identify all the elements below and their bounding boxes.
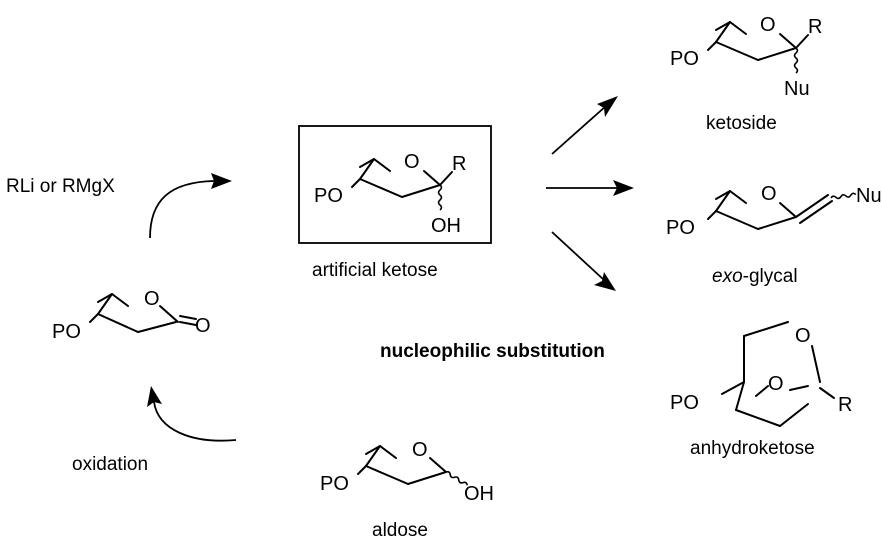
ketose-ring-left-up [359, 158, 375, 180]
exo-glycal-ring-bottom-right [757, 216, 797, 230]
arrow-to-anhydroketose [551, 231, 605, 281]
oxidation-label: oxidation [72, 454, 148, 475]
anhydro-r-label: R [838, 394, 852, 416]
lactone-carbonyl-o-label: O [195, 315, 211, 337]
anhydro-ring-inner-o-right [789, 385, 809, 391]
ketose-r-label: R [452, 153, 466, 175]
aldose-structure: PO O OH [320, 439, 494, 505]
anhydro-bridge-o-label: O [795, 325, 811, 347]
anhydro-po-label: PO [670, 392, 699, 414]
exo-glycal-caption-suffix: -glycal [743, 266, 798, 287]
lactone-po-bond [89, 313, 99, 323]
anhydro-ring-bottom [735, 409, 781, 427]
lactone-ring-c1-o [159, 305, 179, 323]
lactone-ring-left-up [97, 293, 113, 315]
anhydro-ring-o-label: O [768, 373, 784, 395]
aldose-ring-o-label: O [412, 439, 428, 461]
aldose-po-bond [357, 465, 367, 475]
ketose-anomeric-wavy-bond [437, 184, 443, 211]
reagent-label: RLi or RMgX [6, 176, 115, 197]
ketoside-ring-bottom [715, 41, 759, 61]
ketoside-ring-bottom-right [757, 47, 797, 61]
exo-glycal-ring-top-left [715, 190, 747, 204]
ketoside-caption: ketoside [706, 113, 777, 134]
ketoside-po-bond [707, 41, 717, 51]
exo-glycal-ring-bottom [715, 210, 759, 230]
nucleophilic-substitution-label: nucleophilic substitution [380, 341, 605, 362]
anhydro-bridge-top [743, 321, 789, 337]
ketoside-r-label: R [808, 16, 822, 38]
anhydro-c-r-bond [819, 387, 835, 399]
lactone-po-label: PO [52, 321, 81, 343]
aldose-po-label: PO [320, 473, 349, 495]
lactone-ring-bottom [97, 313, 139, 333]
ketoside-c-r-bond [795, 34, 809, 49]
oxidation-curved-arrow [153, 401, 237, 442]
ketoside-nu-label: Nu [784, 78, 810, 100]
aldose-caption: aldose [372, 520, 428, 541]
exo-glycal-caption: exo-glycal [712, 266, 798, 287]
anhydro-ring-bottom-right [779, 403, 809, 427]
exo-glycal-structure: PO O Nu [666, 183, 882, 239]
ketose-c-r-bond [439, 171, 453, 186]
ketose-ring-top-left [359, 158, 391, 172]
ketoside-ring-top-left [715, 21, 747, 35]
ketose-po-label: PO [314, 185, 343, 207]
reagent-arrow-head [211, 173, 232, 189]
lactone-ring-o-label: O [144, 288, 160, 310]
lactone-carbonyl-1 [179, 321, 197, 326]
exo-glycal-wavy-bond [829, 192, 857, 201]
ketoside-po-label: PO [670, 48, 699, 70]
aldose-ring-c1-o [429, 457, 447, 473]
aldose-ring-bottom [365, 465, 409, 485]
aldose-ring-top-left [365, 445, 397, 459]
ketoside-ring-o-label: O [760, 14, 776, 36]
exo-glycal-po-bond [707, 210, 717, 220]
ketose-ring-bottom [359, 178, 403, 198]
aldose-ring-bottom-right [407, 471, 447, 485]
exo-glycal-ring-o-label: O [761, 183, 777, 205]
exo-glycal-ring-c1-o [779, 202, 797, 218]
exo-glycal-double-bond-1 [795, 194, 829, 218]
ketose-ring-c1-o [423, 170, 441, 186]
anhydro-ring-inner-o-left [755, 385, 769, 397]
oxidation-arrow-head [147, 386, 162, 407]
ketoside-ring-c1-o [779, 33, 797, 49]
reagent-curved-arrow [149, 180, 215, 239]
anhydro-ring-left [735, 381, 745, 411]
lactone-structure: PO O O [52, 288, 211, 343]
exo-glycal-ring-left-up [715, 190, 731, 212]
exo-glycal-po-label: PO [666, 217, 695, 239]
arrow-to-anhydroketose-head [594, 272, 616, 291]
ketose-highlight-box [298, 125, 492, 244]
ketose-ring-o-label: O [404, 151, 420, 173]
ketose-po-bond [351, 178, 361, 188]
anhydro-bridge-right [811, 345, 821, 383]
ketose-oh-label: OH [431, 215, 461, 237]
exo-glycal-nu-label: Nu [856, 185, 882, 207]
anhydroketose-structure: PO O O R [670, 321, 852, 427]
ketoside-ring-left-up [715, 21, 731, 43]
lactone-ring-top-left [97, 293, 129, 307]
ketoside-structure: PO O R Nu [670, 14, 822, 100]
ketose-ring-bottom-right [401, 184, 441, 198]
exo-glycal-caption-prefix: exo [712, 266, 743, 287]
aldose-oh-label: OH [464, 483, 494, 505]
exo-glycal-double-bond-2 [799, 200, 833, 224]
ketoside-anomeric-wavy-bond [793, 47, 799, 74]
arrow-to-ketoside [551, 105, 607, 155]
anhydro-ring-po-c [721, 381, 745, 395]
arrow-to-ketoside-head [597, 96, 618, 117]
aldose-ring-left-up [365, 445, 381, 467]
arrow-to-exo-glycal-head [613, 180, 634, 196]
ketose-caption: artificial ketose [312, 260, 438, 281]
ketose-structure: PO O R OH [314, 151, 466, 237]
lactone-ring-bottom-right [137, 321, 177, 333]
lactone-carbonyl-2 [179, 315, 197, 320]
anhydroketose-caption: anhydroketose [690, 438, 815, 459]
